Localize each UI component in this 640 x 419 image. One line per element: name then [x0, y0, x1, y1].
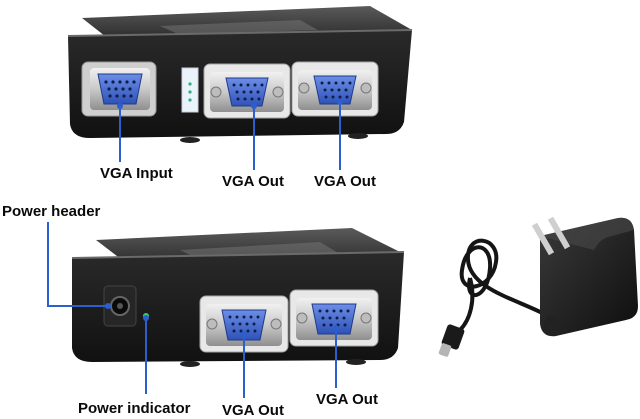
label-vga-out-bottom-left: VGA Out: [222, 402, 284, 419]
label-power-indicator: Power indicator: [78, 400, 191, 417]
pointer-lines-top: [119, 104, 341, 170]
pointer-lines-bottom: [47, 222, 337, 398]
label-power-header: Power header: [2, 203, 101, 220]
vga-splitter-icon: [67, 6, 413, 143]
label-vga-out-bottom-right: VGA Out: [316, 391, 378, 408]
label-vga-input: VGA Input: [100, 165, 173, 182]
label-vga-out-top-right: VGA Out: [314, 173, 376, 190]
power-adapter-icon: [438, 216, 638, 357]
vga-splitter-icon: [71, 228, 405, 367]
label-vga-out-top-left: VGA Out: [222, 173, 284, 190]
